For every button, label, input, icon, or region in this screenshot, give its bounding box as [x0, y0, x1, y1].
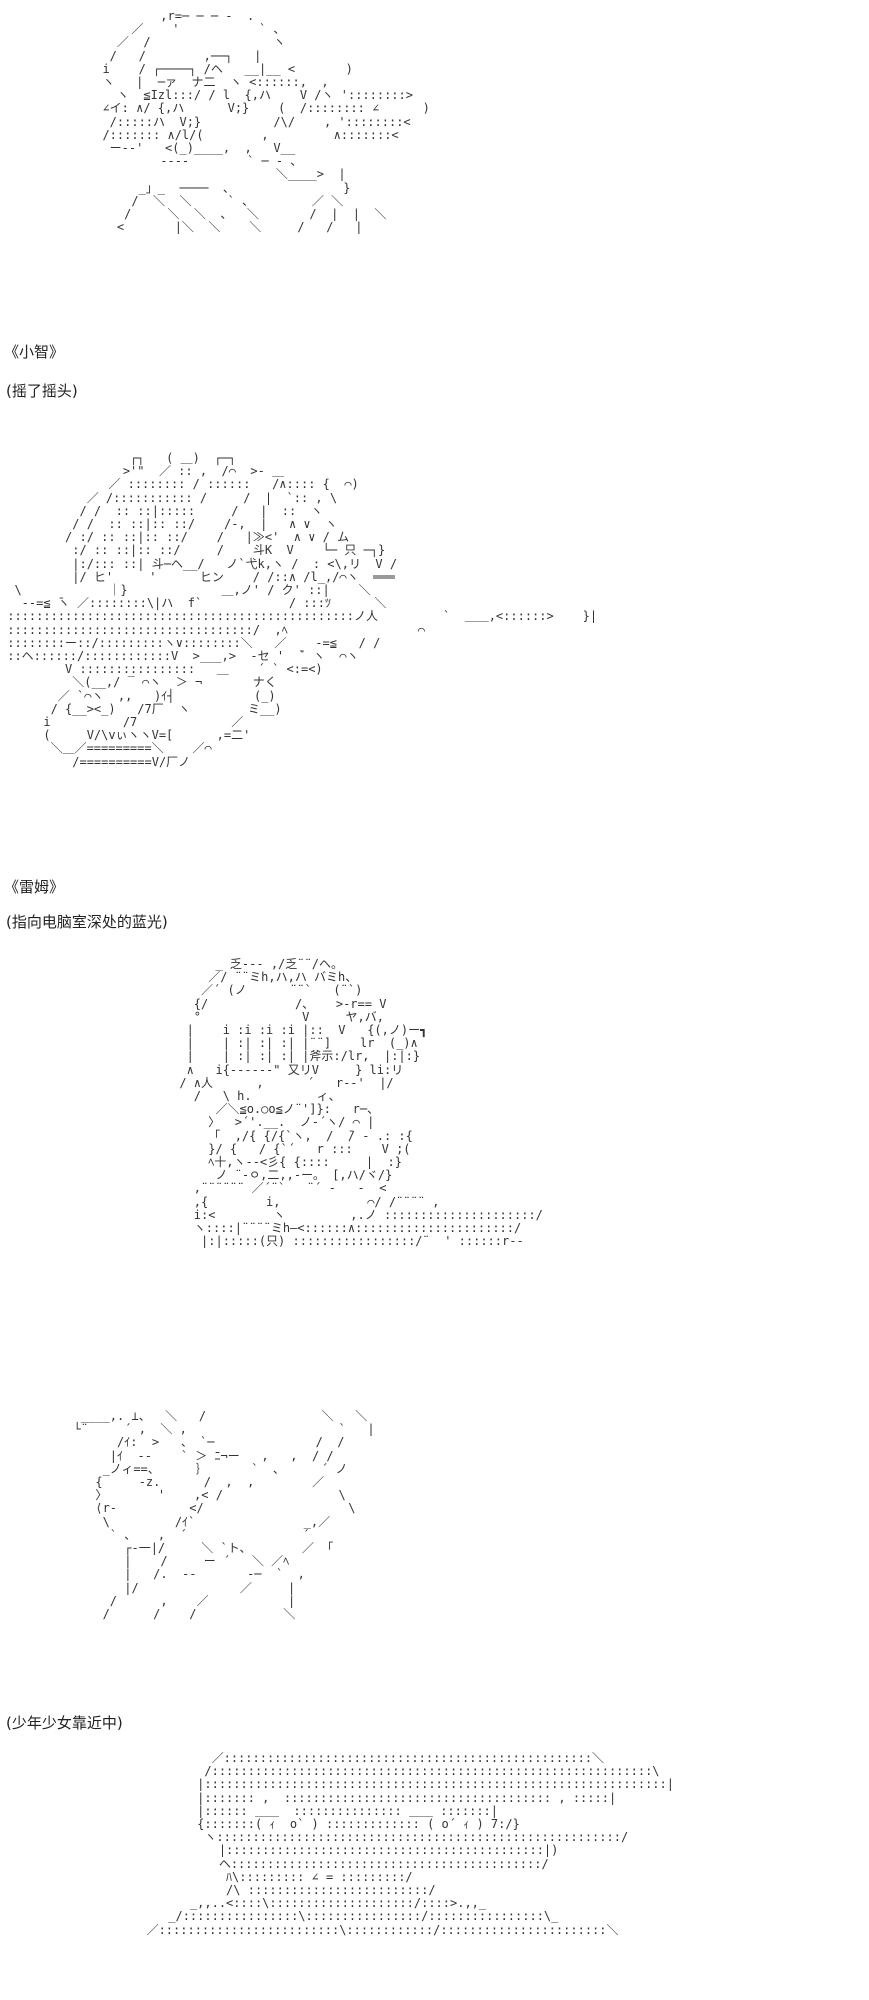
speaker-name-rem: 《雷姆》 [4, 878, 65, 896]
girl-ascii-art: _ 乏‐‐‐ ,/乏¨¨/ヘ。 ／/ ¨¨ミh,ハ,ハ バミh、 ／´ (ノ ¨… [179, 957, 543, 1249]
action-caption-approaching: (少年少女靠近中) [6, 1714, 123, 1732]
satoshi-ascii-art: ,r=─ ─ ─ - . ／ ' ` 、 ／ / ヽ / / ,──┐ | i … [102, 9, 430, 235]
rem-ascii-art: ┌┐ ( ＿) ┌─┐ >'" ／ :: , /⌒ >- ＿ ／ :::::::… [7, 451, 598, 769]
speaker-name-satoshi: 《小智》 [4, 343, 65, 361]
action-caption-shake-head: (摇了摇头) [6, 382, 78, 400]
dark-face-ascii-art: ／:::::::::::::::::::::::::::::::::::::::… [146, 1751, 674, 1937]
action-caption-point-blue-light: (指向电脑室深处的蓝光) [6, 913, 168, 931]
running-boy-ascii-art: ____,. ⊥、 ＼ / ＼ ＼ └¨ ´ , ＼ , ` | /ｲ: > 、… [73, 1409, 375, 1622]
